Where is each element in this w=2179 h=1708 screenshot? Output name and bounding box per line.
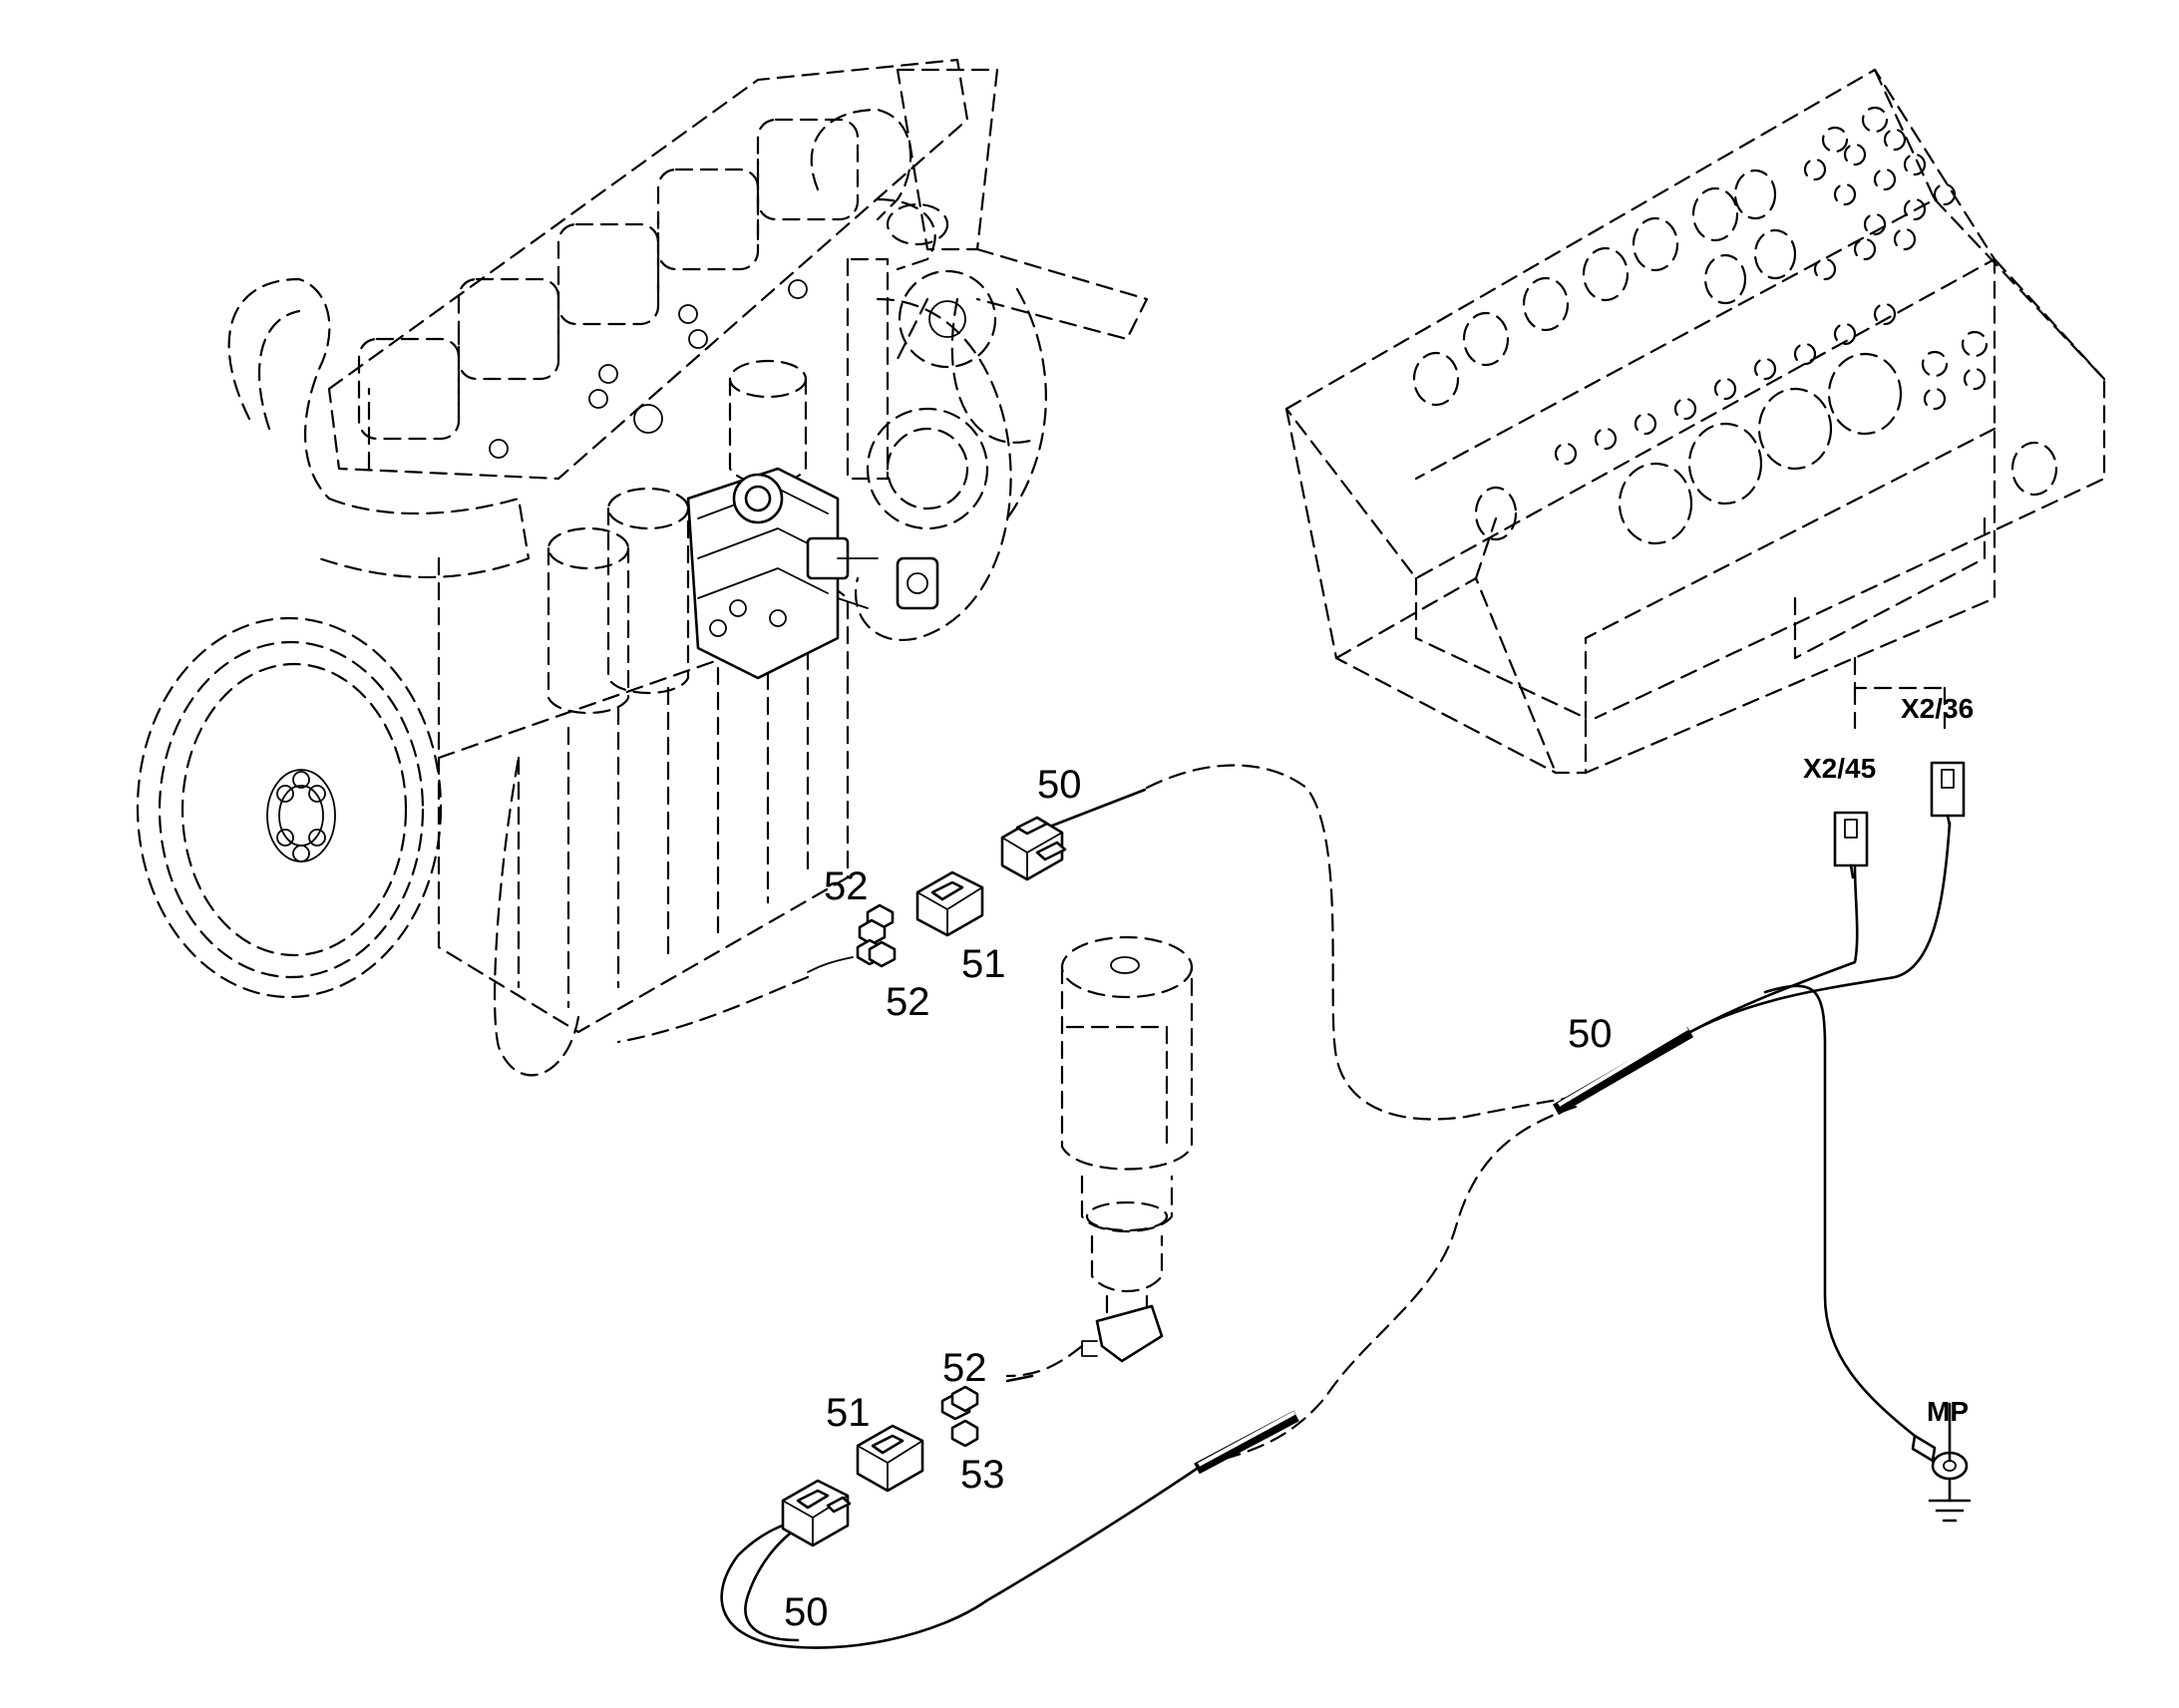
ground-point-mp <box>1911 1402 1972 1523</box>
tag-mp: MP <box>1927 1396 1969 1427</box>
tag-x2-45: X2/45 <box>1803 753 1876 784</box>
callout-51-upper: 51 <box>961 942 1006 986</box>
callout-52-upper-a: 52 <box>824 864 869 908</box>
connector-x2-36 <box>1930 761 1966 828</box>
pin-52-lower <box>940 1385 979 1421</box>
tag-x2-36: X2/36 <box>1901 693 1974 724</box>
harness-plug-top <box>1000 816 1067 881</box>
callout-50-bottom: 50 <box>784 1590 829 1634</box>
callout-50-top: 50 <box>1037 763 1082 807</box>
callout-50-right: 50 <box>1568 1012 1613 1056</box>
control-panel-outline <box>1284 68 2106 775</box>
callout-51-lower: 51 <box>826 1391 871 1435</box>
callout-53-lower: 53 <box>960 1453 1005 1497</box>
housing-51-upper <box>915 870 984 937</box>
sensor-body <box>1060 935 1194 1363</box>
callout-52-upper-b: 52 <box>886 980 930 1024</box>
pin-52-upper <box>807 903 897 973</box>
injection-pump <box>686 467 939 680</box>
housing-51-lower <box>856 1424 924 1493</box>
connector-x2-45 <box>1833 811 1869 879</box>
callout-52-lower: 52 <box>942 1346 987 1390</box>
wiring-harness <box>720 764 1952 1649</box>
engine-outline <box>136 58 1149 1077</box>
pin-53-lower <box>950 1419 979 1448</box>
harness-plug-bottom <box>781 1479 852 1547</box>
